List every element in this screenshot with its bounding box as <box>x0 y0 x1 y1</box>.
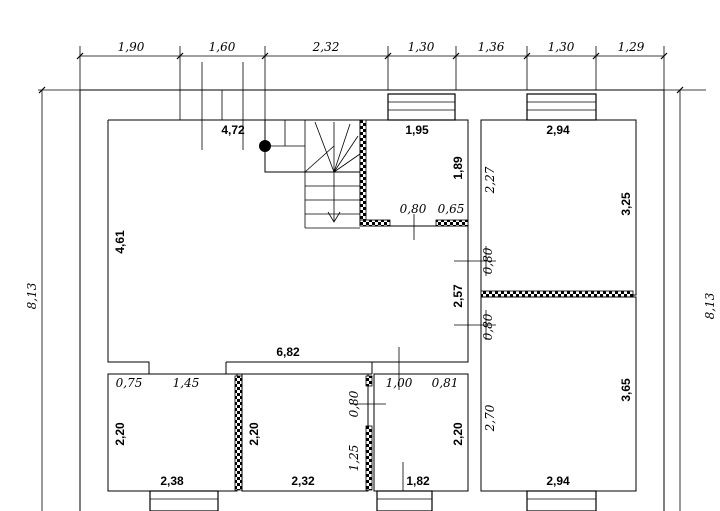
top-dim-2: 1,60 <box>209 40 236 54</box>
room-br-height: 3,65 <box>619 378 633 402</box>
room-sr-width: 1,82 <box>406 474 430 488</box>
room-bm-width: 2,32 <box>291 474 315 488</box>
bathroom-room: 1,95 1,89 0,80 0,65 <box>359 119 469 240</box>
top-dim-1: 1,90 <box>118 40 145 54</box>
room-sr-height: 2,20 <box>451 422 465 446</box>
partition-bl <box>234 375 243 491</box>
left-dim-total: 8,13 <box>25 282 39 309</box>
room-top-right: 2,94 3,25 2,27 <box>480 119 637 296</box>
stair-start-dot <box>259 140 271 152</box>
left-dimension: 8,13 <box>25 86 80 511</box>
bottom-windows <box>149 490 597 511</box>
top-windows <box>179 90 597 121</box>
room-bl-b: 1,45 <box>173 376 200 390</box>
room-tr-width: 2,94 <box>546 123 570 137</box>
right-dim-total: 8,13 <box>703 292 717 319</box>
room-bottom-left: 0,75 1,45 2,20 2,38 <box>107 373 238 492</box>
room-br-width: 2,94 <box>546 474 570 488</box>
bath-height-label: 1,89 <box>451 156 465 180</box>
top-dim-7: 1,29 <box>618 40 645 54</box>
room-bm-height: 2,20 <box>247 422 261 446</box>
door-upper-label: 0,80 <box>481 247 495 274</box>
right-dimension: 8,13 <box>664 86 717 511</box>
partition-small-top <box>365 375 373 387</box>
outer-walls <box>79 89 665 511</box>
small-door-label: 0,80 <box>347 390 361 417</box>
room-br-side: 2,70 <box>483 404 497 432</box>
staircase <box>259 119 361 229</box>
bath-width-label: 1,95 <box>405 123 429 137</box>
small-side-label: 1,25 <box>347 445 361 472</box>
door-lower-label: 0,80 <box>481 313 495 340</box>
room-bl-a: 0,75 <box>116 376 143 390</box>
hall-bottom-width: 6,82 <box>276 345 300 359</box>
room-bl-width: 2,38 <box>160 474 184 488</box>
room-bottom-right: 3,65 2,70 2,94 <box>480 296 637 492</box>
bath-door-a: 0,80 <box>400 202 427 216</box>
top-dim-3: 2,32 <box>312 40 340 54</box>
hall-top-width: 4,72 <box>221 123 245 137</box>
top-dim-4: 1,30 <box>408 40 435 54</box>
partition-small-bottom <box>365 425 373 491</box>
room-sr-b: 0,81 <box>432 376 459 390</box>
bath-door-b: 0,65 <box>438 202 465 216</box>
room-bl-height: 2,20 <box>113 422 127 446</box>
right-doors: 0,80 0,80 <box>454 246 496 340</box>
room-tr-side: 2,27 <box>483 166 497 194</box>
top-dimension-chain: 1,90 1,60 2,32 1,30 1,36 1,30 1,29 <box>76 40 668 90</box>
room-sr-a: 1,00 <box>386 376 413 390</box>
top-dim-6: 1,30 <box>548 40 575 54</box>
top-dim-5: 1,36 <box>478 40 505 54</box>
hall-height: 4,61 <box>113 230 127 254</box>
partition-right <box>480 290 634 298</box>
room-tr-height: 3,25 <box>619 192 633 216</box>
hall-right-height: 2,57 <box>451 284 465 308</box>
